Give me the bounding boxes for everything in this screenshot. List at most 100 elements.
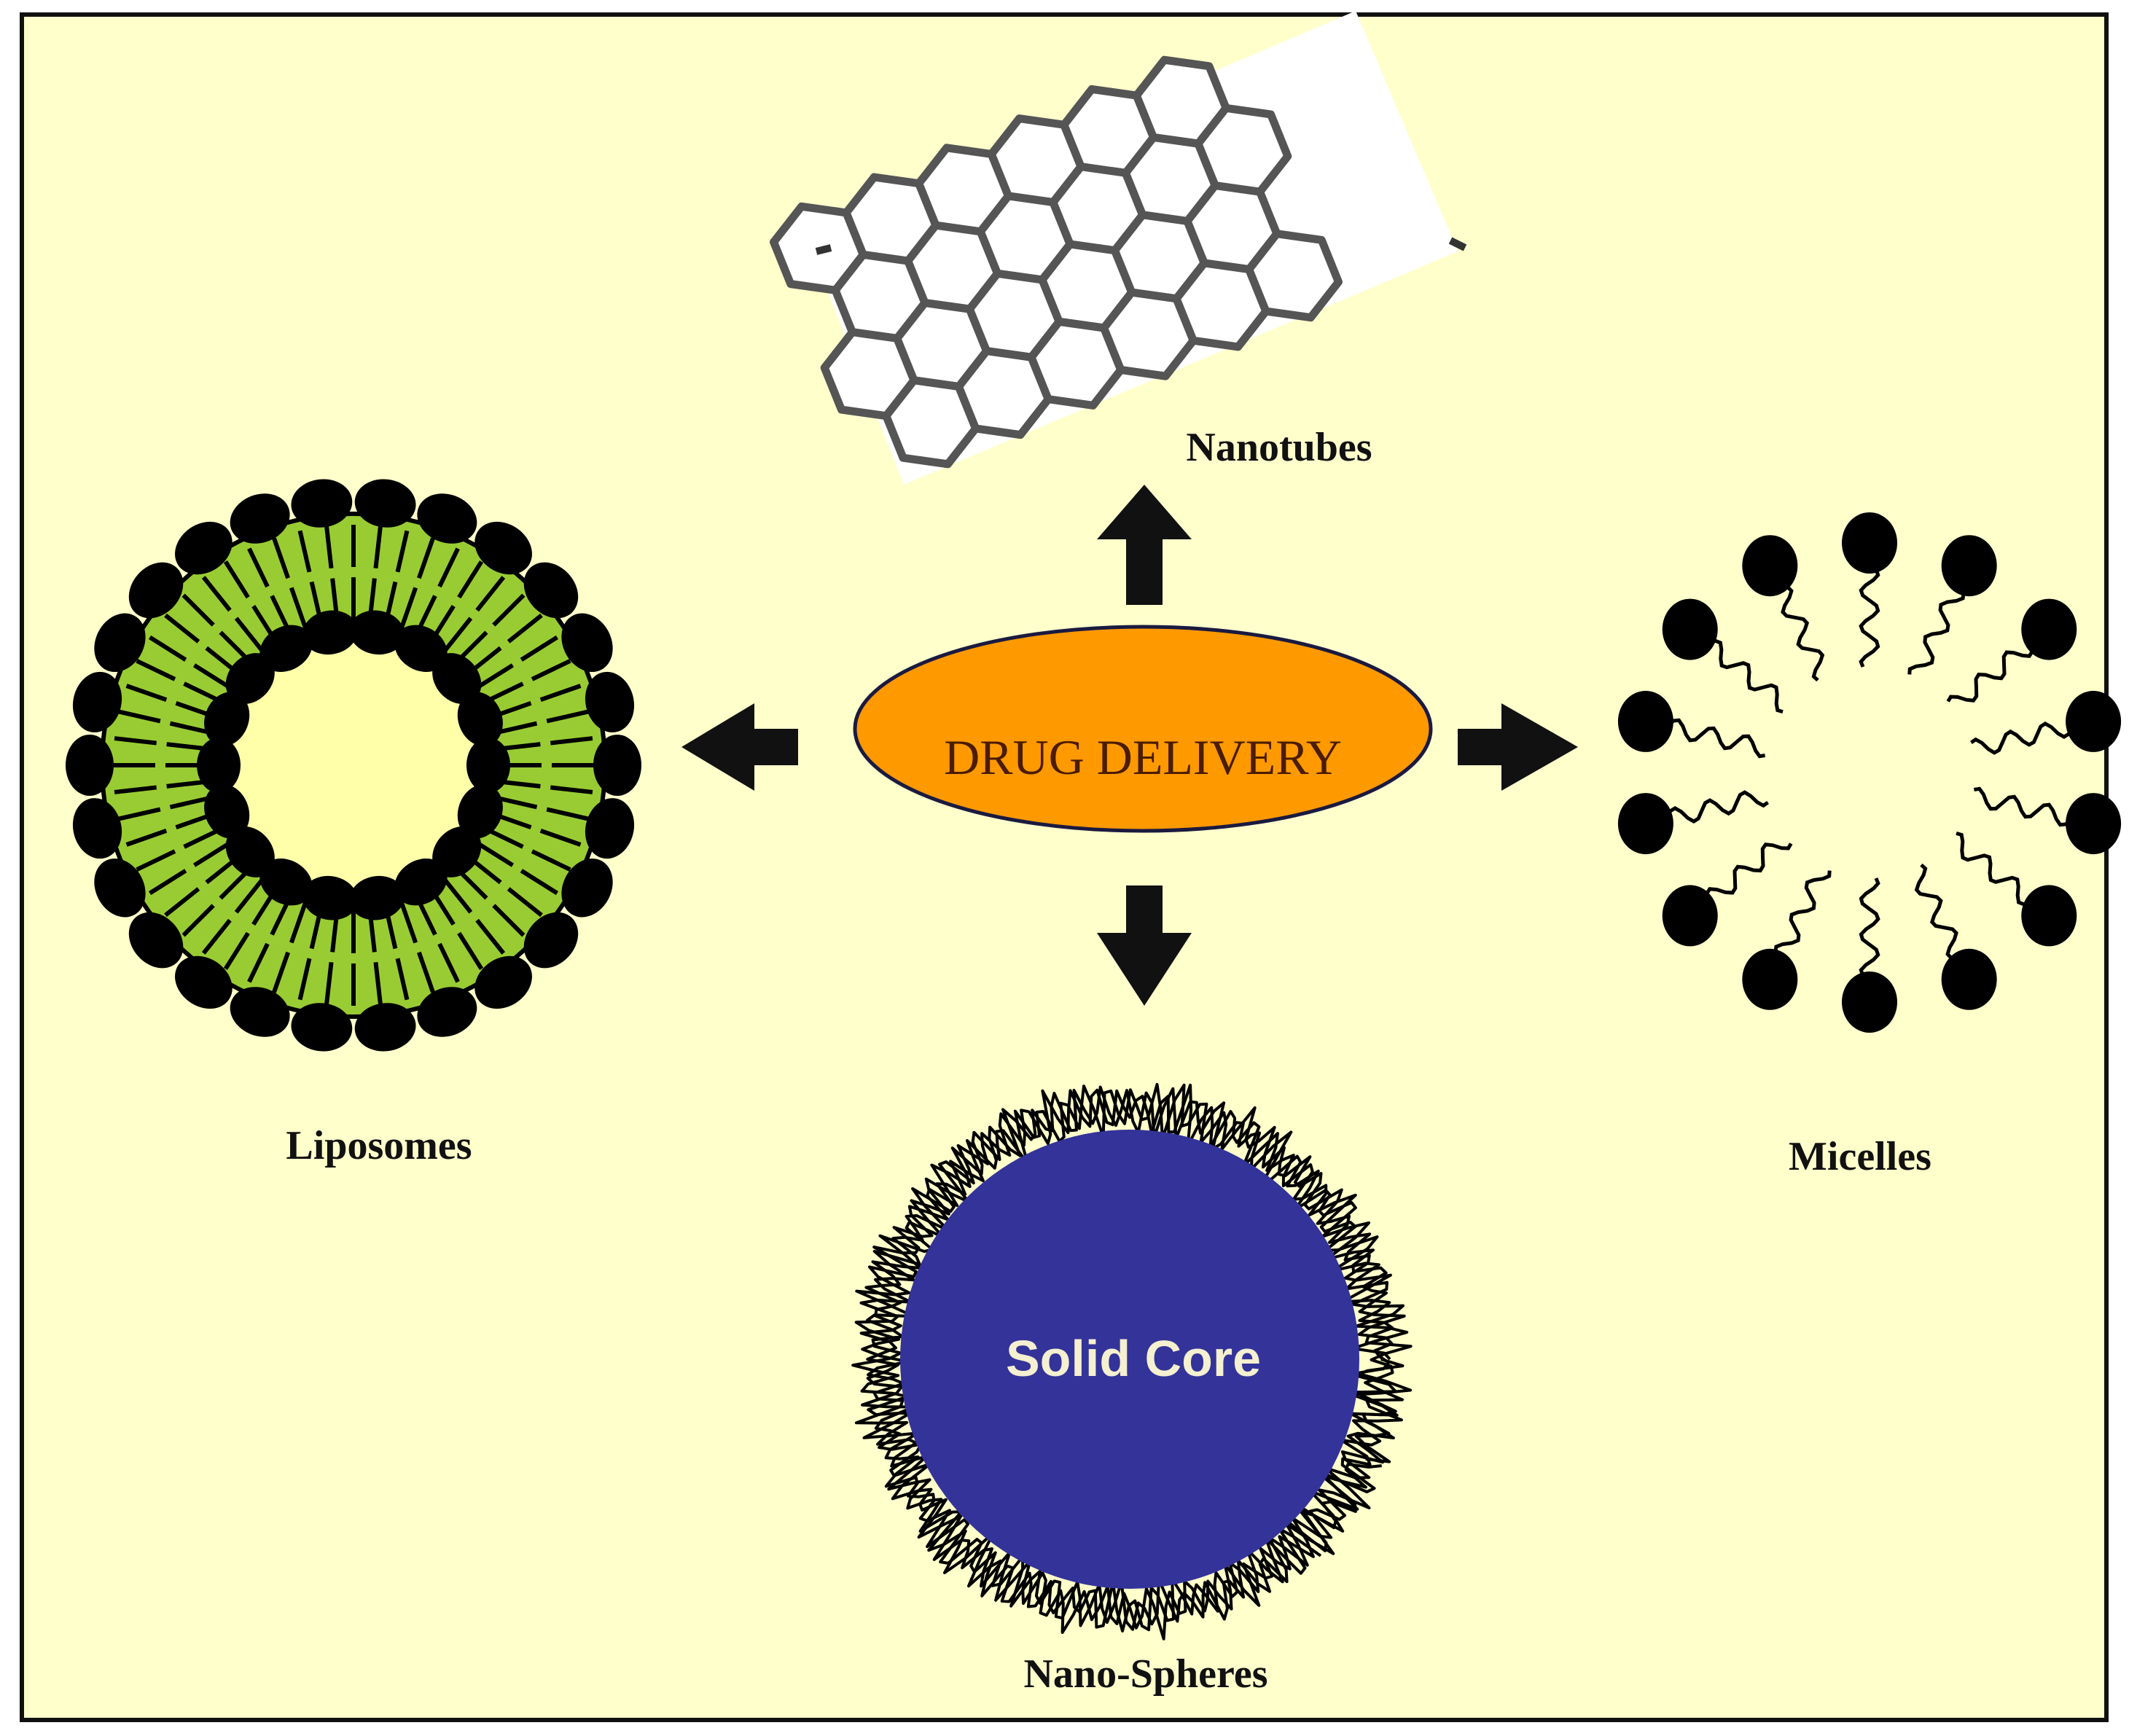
lipid-head-inner	[349, 610, 405, 655]
lipid-tail-outer	[539, 684, 582, 702]
lipid-head-inner	[225, 653, 275, 705]
nano-spheres-label: Nano-Spheres	[1023, 1651, 1267, 1697]
lipid-tail-outer	[164, 613, 200, 644]
lipid-head-outer	[66, 735, 114, 796]
lipid-head-inner	[197, 738, 241, 793]
lipid-tail-inner	[442, 617, 473, 653]
lipid-tail-inner	[169, 795, 212, 810]
liposome-graphic	[66, 479, 641, 1052]
micelle-tail	[1665, 790, 1770, 824]
micelle-head	[1617, 690, 1673, 752]
micelle-tail	[1956, 832, 2033, 907]
lipid-tail-outer	[164, 887, 200, 918]
lipid-head-outer	[128, 912, 184, 969]
lipid-head-outer	[585, 798, 635, 859]
micelle-tail	[1778, 583, 1825, 682]
lipid-tail-outer	[395, 958, 410, 1001]
lipid-tail-outer	[475, 918, 506, 955]
lipid-tail-inner	[399, 587, 418, 629]
lipid-head-outer	[175, 521, 233, 575]
lipid-tail-outer	[181, 593, 215, 627]
lipid-head-outer	[175, 955, 233, 1009]
lipid-tail-inner	[442, 877, 473, 914]
lipid-tail-inner	[475, 840, 515, 867]
lipid-head-outer	[72, 671, 122, 732]
lipid-tail-outer	[507, 887, 543, 918]
micelle-head	[2066, 690, 2122, 752]
micelle-head	[1662, 598, 1718, 660]
lipid-head-outer	[523, 562, 579, 619]
micelle-head	[1941, 535, 1997, 597]
lipid-head-outer	[561, 859, 613, 918]
micelle-tail	[1907, 584, 1966, 675]
nanosphere-graphic	[851, 1082, 1413, 1641]
micelle-head	[1842, 512, 1897, 574]
lipid-tail-outer	[546, 807, 589, 821]
micelle-tail	[1914, 863, 1961, 962]
lipid-tail-outer	[114, 736, 157, 746]
micelle-tail	[1773, 870, 1832, 961]
lipid-tail-outer	[531, 659, 571, 681]
lipid-tail-outer	[125, 684, 168, 702]
lipid-head-outer	[128, 562, 184, 619]
lipid-tail-outer	[118, 709, 161, 724]
lipid-tail-inner	[399, 902, 418, 944]
lipid-tail-outer	[457, 560, 484, 599]
nanotube-hexagon	[1245, 230, 1343, 322]
lipid-tail-outer	[272, 537, 290, 579]
lipid-head-outer	[94, 859, 146, 918]
lipid-head-outer	[354, 1003, 416, 1052]
nanosphere-polymer-loops	[851, 1082, 1413, 1641]
lipid-tail-outer	[520, 635, 559, 662]
lipid-tail-outer	[125, 829, 168, 847]
lipid-tail-inner	[192, 840, 232, 867]
lipid-tail-outer	[324, 961, 334, 1005]
micelle-head	[2021, 885, 2077, 947]
polymer-loop	[859, 1083, 1409, 1641]
micelle-tail	[1973, 786, 2074, 827]
lipid-head-outer	[593, 735, 641, 796]
lipid-head-outer	[230, 493, 290, 544]
lipid-head-outer	[230, 987, 290, 1037]
lipid-head-outer	[417, 987, 477, 1037]
drug-delivery-label: DRUG DELIVERY	[944, 730, 1342, 785]
lipid-head-inner	[457, 784, 503, 839]
lipid-tail-outer	[437, 547, 460, 588]
lipid-tail-outer	[181, 904, 215, 937]
lipid-head-outer	[72, 798, 122, 859]
lipid-tail-inner	[495, 795, 538, 810]
micelle-graphic	[1617, 512, 2122, 1033]
lipid-tail-outer	[492, 593, 526, 627]
lipid-tail-outer	[201, 576, 232, 612]
lipid-tail-outer	[297, 958, 312, 1001]
lipid-head-inner	[466, 738, 510, 793]
micelle-tail	[1969, 721, 2074, 755]
micelle-head	[1941, 948, 1997, 1010]
lipid-head-inner	[302, 875, 358, 920]
lipid-tail-outer	[373, 961, 383, 1005]
micelle-head	[1842, 971, 1897, 1033]
lipid-head-inner	[394, 625, 448, 672]
polymer-loop	[851, 1082, 1413, 1633]
solid-core-label: Solid Core	[1006, 1330, 1261, 1387]
micelles-label: Micelles	[1789, 1134, 1931, 1179]
lipid-tail-outer	[297, 530, 312, 573]
lipid-tail-outer	[550, 785, 593, 794]
lipid-tail-inner	[192, 663, 232, 690]
lipid-head-outer	[561, 613, 613, 672]
lipid-head-outer	[474, 955, 532, 1009]
micelle-tail	[1665, 718, 1766, 759]
lipid-tail-outer	[507, 613, 543, 644]
lipid-tail-outer	[475, 576, 506, 612]
micelle-tail	[1706, 638, 1784, 713]
lipid-tail-outer	[201, 918, 232, 955]
lipid-head-inner	[432, 826, 482, 877]
micelle-head	[1617, 793, 1673, 855]
lipid-tail-outer	[539, 829, 582, 847]
drug-delivery-ellipse	[853, 625, 1433, 833]
lipid-tail-outer	[223, 560, 250, 599]
micelle-head	[2021, 598, 2077, 660]
micelle-head	[2066, 793, 2122, 855]
lipid-tail-outer	[546, 709, 589, 724]
micelle-tail	[1859, 563, 1880, 668]
